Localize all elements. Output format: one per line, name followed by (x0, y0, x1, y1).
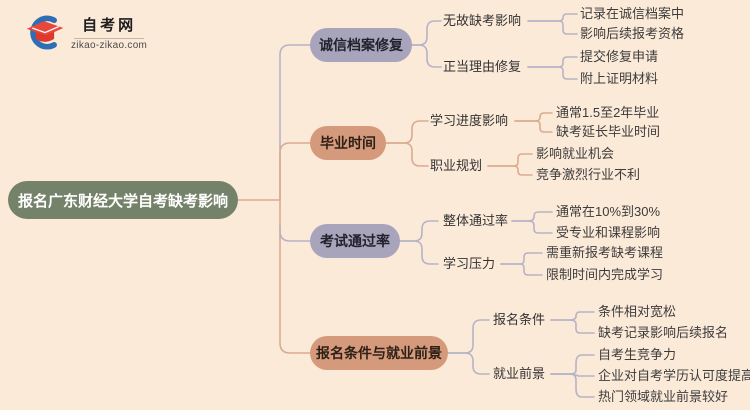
connector-line (511, 220, 553, 234)
subnode: 学习压力 (443, 256, 496, 271)
leaf-node: 提交修复申请 (580, 49, 659, 64)
leaf-node: 限制时间内完成学习 (546, 267, 664, 282)
connector-line (447, 352, 490, 375)
connector-line (411, 20, 442, 46)
leaf-node: 竞争激烈行业不利 (536, 167, 641, 182)
connector-line (527, 56, 578, 68)
connector-line (511, 211, 553, 222)
leaf-node: 缺考记录影响后续报名 (598, 325, 729, 340)
connector-line (399, 240, 439, 265)
leaf-node: 自考生竞争力 (598, 347, 677, 362)
subnode: 整体通过率 (443, 213, 509, 228)
connector-line (500, 252, 543, 265)
connector-line (279, 142, 312, 201)
connector-line (527, 66, 578, 80)
connector-line (385, 142, 429, 167)
connector-line (500, 263, 543, 276)
connector-line (527, 20, 578, 35)
subnode: 就业前景 (493, 366, 546, 381)
connector-line (514, 120, 553, 133)
logo-domain: zikao-zikao.com (71, 39, 148, 51)
graduation-cap-logo-icon (26, 15, 64, 50)
connector-line (550, 373, 595, 398)
connector-line (279, 225, 312, 242)
subnode: 报名条件 (493, 312, 546, 327)
connector-line (550, 354, 595, 375)
leaf-node: 企业对自考学历认可度提高 (598, 368, 750, 383)
connector-line (487, 153, 533, 167)
subnode: 学习进度影响 (430, 113, 509, 128)
leaf-node: 影响就业机会 (536, 146, 615, 161)
connector-line (279, 44, 312, 201)
leaf-node: 热门领域就业前景较好 (598, 389, 729, 404)
branch-node-exam-pass-rate: 考试通过率 (310, 224, 400, 258)
connector-line (399, 220, 439, 242)
connector-line (447, 319, 490, 354)
connector-line (514, 112, 553, 122)
connector-line (411, 44, 442, 68)
branch-node-graduation-time: 毕业时间 (310, 126, 386, 160)
leaf-node: 影响后续报考资格 (580, 26, 685, 41)
connector-line (487, 165, 533, 176)
site-logo: 自考网 zikao-zikao.com (24, 14, 147, 52)
branch-node-credit-archive-repair: 诚信档案修复 (310, 28, 412, 62)
leaf-node: 条件相对宽松 (598, 304, 677, 319)
root-node: 报名广东财经大学自考缺考影响 (8, 181, 238, 219)
connector-line (550, 311, 595, 321)
connector-line (385, 120, 429, 144)
logo-text-block: 自考网 zikao-zikao.com (71, 16, 147, 51)
subnode: 无故缺考影响 (443, 13, 522, 28)
logo-divider (74, 37, 145, 39)
leaf-node: 需重新报考缺考课程 (546, 245, 664, 260)
subnode: 职业规划 (430, 158, 483, 173)
connector-line (550, 319, 595, 334)
leaf-node: 通常1.5至2年毕业 (556, 105, 660, 120)
leaf-node: 附上证明材料 (580, 71, 659, 86)
connector-line (527, 13, 578, 22)
leaf-node: 记录在诚信档案中 (580, 6, 685, 21)
subnode: 正当理由修复 (443, 59, 522, 74)
leaf-node: 受专业和课程影响 (556, 225, 661, 240)
leaf-node: 通常在10%到30% (556, 204, 661, 219)
branch-node-enrollment-employment: 报名条件与就业前景 (310, 336, 448, 370)
leaf-node: 缺考延长毕业时间 (556, 124, 661, 139)
connector-line (279, 199, 312, 354)
logo-title: 自考网 (82, 16, 137, 34)
